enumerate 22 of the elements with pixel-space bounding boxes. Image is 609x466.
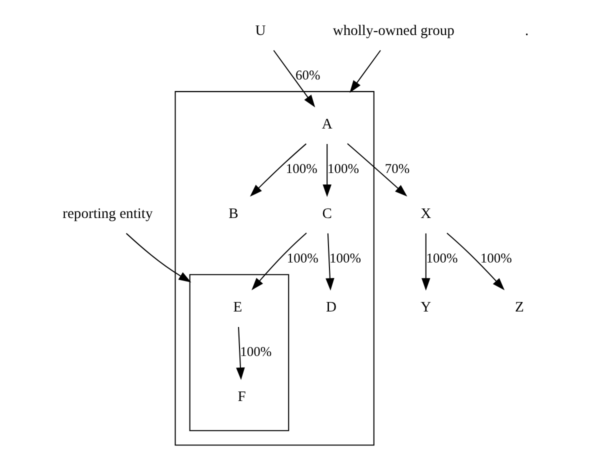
edge-label: 100% — [326, 161, 358, 176]
edge-label: 100% — [426, 250, 458, 266]
node-text: E — [232, 300, 242, 316]
node-text: wholly-owned group — [332, 23, 454, 40]
edge-label: 70% — [384, 161, 410, 176]
edge-label: 100% — [480, 250, 512, 266]
edge-label: 100% — [286, 250, 318, 266]
node-text: reporting entity — [62, 206, 152, 222]
node-text: C — [322, 206, 332, 222]
edge-label: 100% — [240, 344, 272, 360]
node-text: D — [326, 300, 336, 316]
label: . — [524, 23, 528, 40]
edge-label: 100% — [285, 161, 317, 176]
edge-label: 100% — [329, 250, 361, 266]
node-text: U — [254, 23, 266, 40]
node-text: Y — [420, 300, 431, 316]
node-text: Z — [514, 300, 524, 316]
node-text: B — [228, 206, 238, 222]
edge-label: 60% — [294, 68, 320, 83]
node-text: A — [321, 116, 332, 133]
node-text: X — [420, 206, 431, 222]
node-text: F — [237, 389, 246, 406]
